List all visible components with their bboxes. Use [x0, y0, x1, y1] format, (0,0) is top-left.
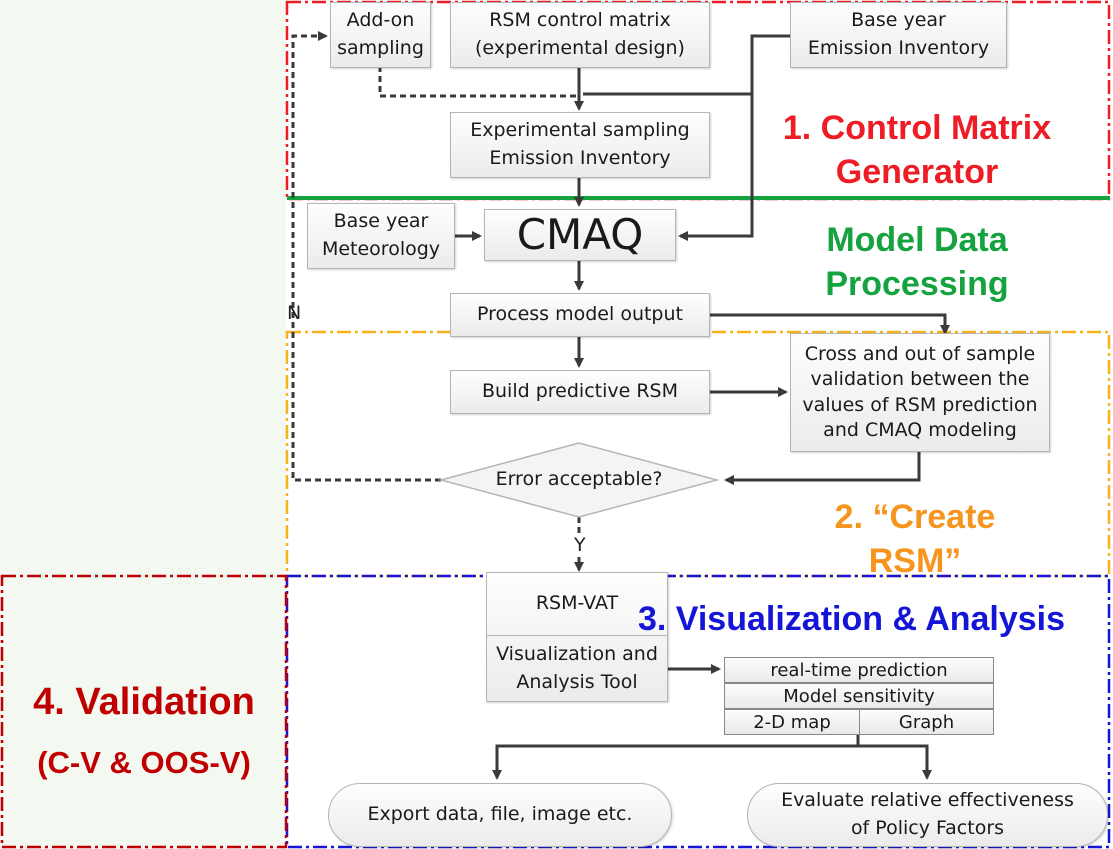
model-data-processing-label: Model Data Processing — [742, 218, 1092, 306]
export-data-label: Export data, file, image etc. — [367, 803, 633, 826]
model-processing-line1: Model Data — [826, 221, 1008, 259]
validation-line2: validation between the — [810, 368, 1030, 391]
base-year-meteorology-box: Base year Meteorology — [307, 203, 455, 269]
addon-sampling-line2: sampling — [337, 37, 424, 59]
error-acceptable-label: Error acceptable? — [495, 468, 663, 490]
validation-line1: Cross and out of sample — [804, 343, 1036, 366]
rsm-control-matrix-line2: (experimental design) — [475, 37, 685, 59]
section3-label-text: 3. Visualization & Analysis — [638, 600, 1066, 638]
base-met-line1: Base year — [333, 210, 429, 233]
process-output-label: Process model output — [477, 303, 683, 326]
section3-label: 3. Visualization & Analysis — [638, 597, 1108, 641]
export-data-box: Export data, file, image etc. — [328, 783, 672, 847]
section2-label-line1: 2. “Create — [834, 498, 996, 536]
build-predictive-rsm-box: Build predictive RSM — [450, 370, 710, 414]
branch-no-label: N — [287, 302, 302, 324]
rsm-vat-box: RSM-VAT Visualization and Analysis Tool — [486, 572, 668, 702]
experimental-emission-line2: Emission Inventory — [489, 147, 671, 169]
process-model-output-box: Process model output — [450, 293, 710, 337]
base-year-emission-box: Base year Emission Inventory — [790, 2, 1007, 68]
model-sensitivity-button[interactable]: Model sensitivity — [724, 683, 994, 709]
addon-sampling-box: Add-on sampling — [330, 2, 431, 68]
rsm-control-matrix-line1: RSM control matrix — [489, 9, 671, 32]
evaluate-policy-line2: of Policy Factors — [850, 817, 1005, 839]
section4-subtitle-text: (C-V & OOS-V) — [37, 745, 251, 780]
experimental-emission-line1: Experimental sampling — [470, 119, 690, 142]
experimental-emission-box: Experimental sampling Emission Inventory — [450, 112, 710, 178]
section4-border — [0, 574, 288, 849]
cmaq-label: CMAQ — [516, 210, 644, 259]
rsm-vat-subtitle-cell: Visualization and Analysis Tool — [487, 636, 667, 702]
rsm-control-matrix-box: RSM control matrix (experimental design) — [450, 2, 710, 68]
rsm-vat-title-cell: RSM-VAT — [487, 573, 667, 636]
section1-label-line2: Generator — [835, 153, 999, 192]
validation-line3: values of RSM prediction — [802, 393, 1038, 416]
rsm-vat-sub-line1: Visualization and — [496, 643, 658, 666]
addon-sampling-line1: Add-on — [346, 9, 415, 32]
evaluate-policy-line1: Evaluate relative effectiveness — [781, 789, 1074, 812]
cmaq-box: CMAQ — [484, 209, 676, 261]
section1-label: 1. Control Matrix Generator — [742, 106, 1092, 194]
validation-box: Cross and out of sample validation betwe… — [790, 333, 1050, 452]
branch-yes-label: Y — [572, 534, 588, 556]
rsm-vat-title: RSM-VAT — [535, 592, 619, 615]
graph-button[interactable]: Graph — [859, 709, 994, 735]
real-time-prediction-button[interactable]: real-time prediction — [724, 657, 994, 683]
error-acceptable-diamond — [438, 442, 720, 518]
section4-subtitle: (C-V & OOS-V) — [4, 743, 284, 783]
section1-label-line1: 1. Control Matrix — [782, 109, 1052, 147]
validation-panel-background — [0, 0, 286, 849]
build-rsm-label: Build predictive RSM — [481, 380, 679, 403]
rsm-vat-sub-line2: Analysis Tool — [516, 671, 638, 693]
2d-map-button[interactable]: 2-D map — [724, 709, 860, 735]
evaluate-policy-box: Evaluate relative effectiveness of Polic… — [747, 783, 1108, 847]
base-met-line2: Meteorology — [321, 238, 441, 260]
model-processing-line2: Processing — [825, 265, 1009, 304]
base-emission-line2: Emission Inventory — [807, 37, 990, 59]
section2-label: 2. “Create RSM” — [740, 495, 1090, 583]
validation-line4: and CMAQ modeling — [823, 418, 1017, 441]
base-emission-line1: Base year — [851, 9, 946, 32]
section4-title-text: 4. Validation — [33, 681, 255, 723]
section4-title: 4. Validation — [4, 678, 284, 727]
section2-label-line2: RSM” — [868, 542, 962, 581]
